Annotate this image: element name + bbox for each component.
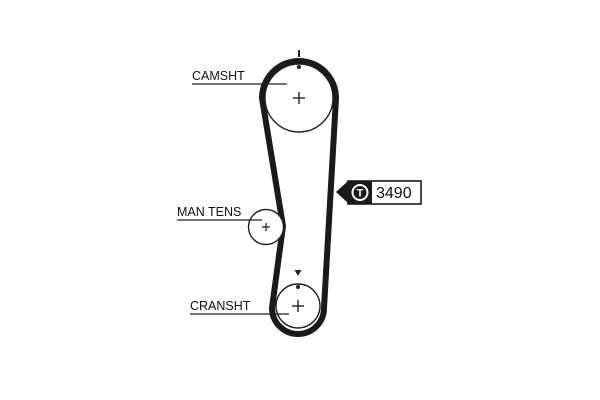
belt-part-number: 3490 [376, 185, 412, 202]
crankshaft-pulley [275, 283, 321, 329]
belt-tag-t-letter: T [357, 188, 364, 200]
belt-tag: T 3490 [336, 180, 422, 205]
belt-tag-pointer [336, 181, 348, 203]
tensioner-center-mark [262, 223, 270, 231]
crankshaft-timing-dot [296, 285, 300, 289]
crankshaft-label: CRANSHT [190, 299, 251, 313]
timing-belt [259, 58, 339, 337]
crankshaft-center-mark [292, 300, 304, 312]
belt-tag-t-icon-inner [353, 186, 367, 199]
crankshaft-timing-arrow [294, 270, 302, 276]
camshaft-timing-dot [297, 65, 301, 69]
camshaft-center-mark [293, 92, 305, 104]
tensioner-label: MAN TENS [177, 205, 241, 219]
camshaft-pulley [264, 63, 334, 133]
camshaft-label: CAMSHT [192, 69, 245, 83]
